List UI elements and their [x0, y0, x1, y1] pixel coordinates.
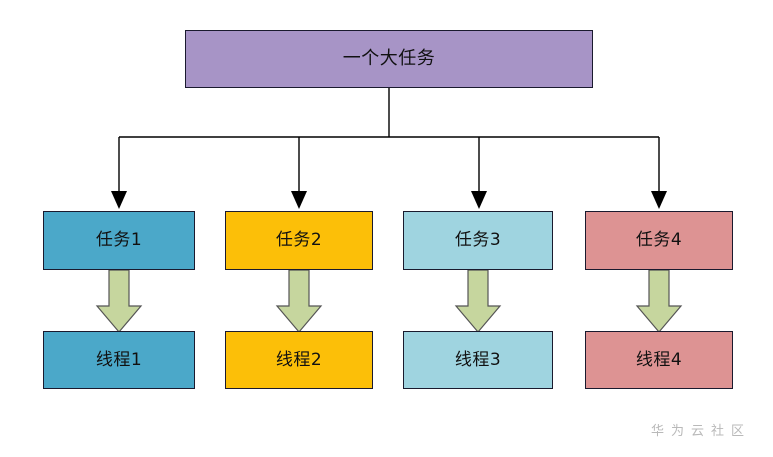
- root-task-box[interactable]: 一个大任务: [185, 30, 593, 88]
- thread-box-label-4: 线程4: [635, 349, 683, 370]
- thread-box-4[interactable]: 线程4: [585, 331, 733, 389]
- tree-connector-lines: [118, 88, 660, 193]
- task-box-2[interactable]: 任务2: [225, 211, 373, 270]
- thread-box-label-2: 线程2: [275, 349, 323, 370]
- task-box-label-1: 任务1: [95, 230, 143, 250]
- thread-box-label-1: 线程1: [95, 349, 143, 370]
- task-box-3[interactable]: 任务3: [403, 211, 553, 270]
- tree-arrowhead-3: [471, 191, 487, 209]
- block-arrow-task-to-thread-1: [95, 269, 143, 333]
- tree-arrowhead-1: [111, 191, 127, 209]
- thread-box-1[interactable]: 线程1: [43, 331, 195, 389]
- task-box-1[interactable]: 任务1: [43, 211, 195, 270]
- tree-arrowhead-2: [291, 191, 307, 209]
- block-arrow-task-to-thread-4: [635, 269, 683, 333]
- block-arrow-task-to-thread-3: [454, 269, 502, 333]
- task-box-label-3: 任务3: [454, 230, 502, 250]
- root-task-label: 一个大任务: [342, 48, 436, 69]
- tree-arrowhead-4: [651, 191, 667, 209]
- thread-box-2[interactable]: 线程2: [225, 331, 373, 389]
- task-box-label-4: 任务4: [635, 230, 683, 250]
- block-arrow-layer: [95, 269, 683, 333]
- thread-box-label-3: 线程3: [454, 349, 502, 370]
- thread-box-3[interactable]: 线程3: [403, 331, 553, 389]
- task-box-label-2: 任务2: [275, 230, 323, 250]
- block-arrow-task-to-thread-2: [275, 269, 323, 333]
- tree-arrowheads: [111, 191, 667, 209]
- task-box-4[interactable]: 任务4: [585, 211, 733, 270]
- watermark: 华为云社区: [650, 424, 751, 439]
